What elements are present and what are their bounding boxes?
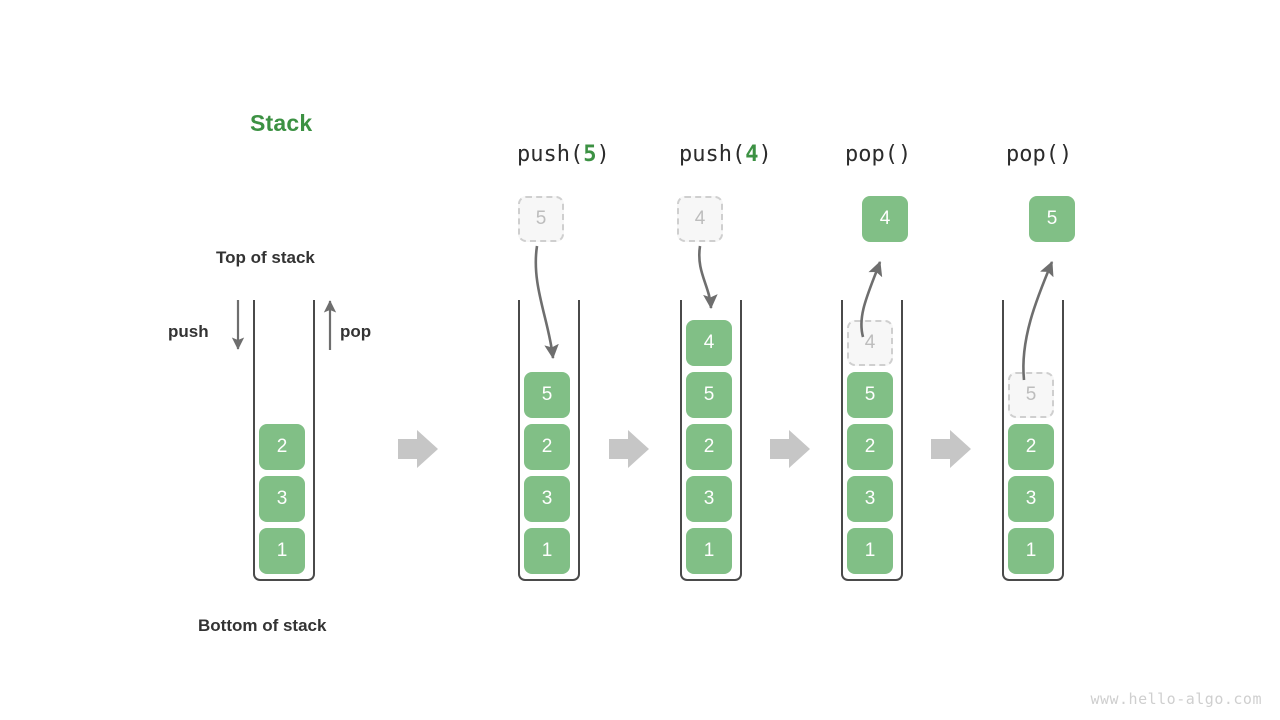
header-prefix: push(: [679, 142, 746, 167]
stack-cell: 3: [847, 476, 893, 522]
popped-cell: 4: [862, 196, 908, 242]
stack-cell: 3: [259, 476, 305, 522]
step-separator-arrow: [609, 430, 649, 468]
stack-cell: 2: [259, 424, 305, 470]
stack-container-pop-2: [1002, 300, 1064, 581]
stack-cell: 5: [686, 372, 732, 418]
stack-cell: 1: [524, 528, 570, 574]
header-prefix: push(: [517, 142, 584, 167]
column-header-push-4: push(4): [679, 142, 772, 167]
top-of-stack-label: Top of stack: [216, 248, 315, 267]
column-header-pop-2: pop(): [1006, 142, 1072, 167]
header-suffix: ): [596, 142, 610, 167]
header-suffix: ): [897, 142, 912, 167]
incoming-ghost-cell: 4: [677, 196, 723, 242]
step-separator-arrow: [770, 430, 810, 468]
column-header-pop-1: pop(): [845, 142, 911, 167]
stack-cell: 1: [1008, 528, 1054, 574]
stack-cell: 4: [686, 320, 732, 366]
bottom-of-stack-label: Bottom of stack: [198, 616, 327, 635]
stack-cell: 2: [524, 424, 570, 470]
stack-cell: 5: [847, 372, 893, 418]
popped-cell: 5: [1029, 196, 1075, 242]
header-arg: 5: [583, 142, 597, 167]
watermark: www.hello-algo.com: [1090, 690, 1262, 708]
stack-cell: 1: [686, 528, 732, 574]
stack-container-pop-1: [841, 300, 903, 581]
header-suffix: ): [1058, 142, 1073, 167]
push-4-flow-arrow: [697, 245, 718, 310]
vacated-ghost-cell: 5: [1008, 372, 1054, 418]
page-title: Stack: [250, 110, 313, 136]
stack-cell: 3: [686, 476, 732, 522]
header-suffix: ): [758, 142, 772, 167]
incoming-ghost-cell: 5: [518, 196, 564, 242]
stack-container-initial: [253, 300, 315, 581]
step-separator-arrow: [398, 430, 438, 468]
stack-cell: 2: [686, 424, 732, 470]
pop-label: pop: [340, 322, 372, 341]
stack-cell: 2: [1008, 424, 1054, 470]
stack-container-push-4: [680, 300, 742, 581]
vacated-ghost-cell: 4: [847, 320, 893, 366]
header-prefix: pop(: [1006, 142, 1059, 167]
step-separator-arrow: [931, 430, 971, 468]
header-arg: 4: [745, 142, 759, 167]
stack-container-push-5: [518, 300, 580, 581]
stack-cell: 3: [1008, 476, 1054, 522]
push-label: push: [168, 322, 209, 341]
stack-cell: 1: [847, 528, 893, 574]
column-header-push-5: push(5): [517, 142, 610, 167]
stack-cell: 3: [524, 476, 570, 522]
header-prefix: pop(: [845, 142, 898, 167]
stack-cell: 1: [259, 528, 305, 574]
stack-cell: 5: [524, 372, 570, 418]
stack-cell: 2: [847, 424, 893, 470]
